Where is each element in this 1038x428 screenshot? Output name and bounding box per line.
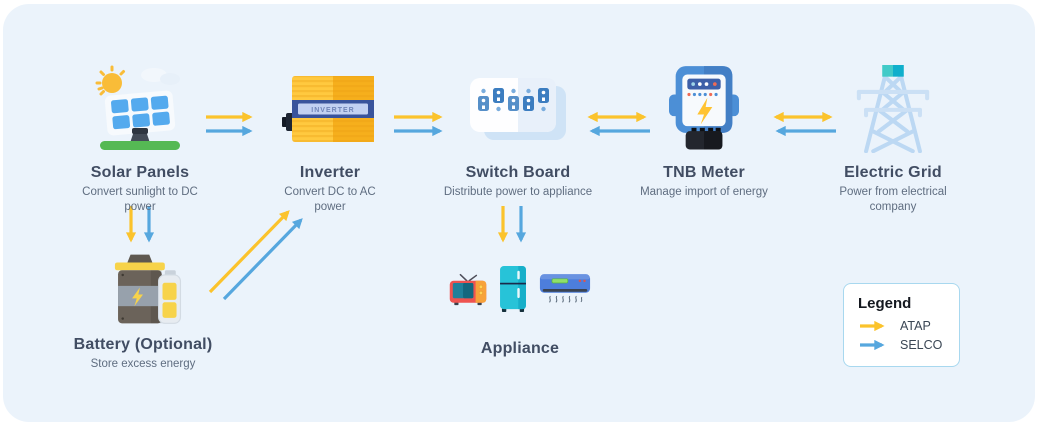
node-description: Distribute power to appliance — [443, 186, 593, 198]
solar-panels-icon — [95, 65, 180, 150]
legend-item-atap: ATAP — [858, 319, 945, 333]
node-title: Inverter — [299, 164, 361, 181]
node-description: Convert DC to AC power — [284, 186, 376, 213]
legend-title: Legend — [858, 295, 912, 312]
tv-icon — [449, 273, 487, 305]
node-electric-grid: Electric Grid Power from electrical comp… — [803, 62, 983, 215]
tnb-meter-icon — [669, 65, 739, 149]
node-title: Battery (Optional) — [73, 336, 213, 353]
node-title: Appliance — [480, 340, 560, 357]
node-inverter: INVERTER Inverter Convert DC to AC power — [240, 62, 420, 215]
air-conditioner-icon — [539, 274, 591, 303]
legend: Legend ATAP SELCO — [843, 283, 960, 367]
node-title: Electric Grid — [844, 164, 942, 181]
node-switch-board: Switch Board Distribute power to applian… — [428, 62, 608, 200]
node-description: Store excess energy — [90, 358, 196, 370]
legend-item-label: ATAP — [900, 319, 931, 333]
electric-grid-icon — [856, 65, 930, 153]
node-title: Switch Board — [465, 164, 571, 181]
inverter-device-label: INVERTER — [311, 107, 354, 114]
legend-item-selco: SELCO — [858, 338, 945, 352]
switch-board-icon — [470, 78, 566, 140]
node-solar-panels: Solar Panels Convert sunlight to DC powe… — [50, 62, 230, 215]
legend-selco-arrow-icon — [860, 339, 885, 351]
node-tnb-meter: TNB Meter Manage import of energy — [614, 62, 794, 200]
node-description: Power from electrical company — [839, 186, 947, 213]
node-appliance: Appliance — [430, 260, 610, 358]
node-battery: Battery (Optional) Store excess energy — [53, 250, 233, 372]
legend-item-label: SELCO — [900, 338, 943, 352]
refrigerator-icon — [500, 265, 526, 313]
node-description: Convert sunlight to DC power — [82, 186, 198, 213]
node-title: Solar Panels — [90, 164, 190, 181]
battery-icon — [114, 254, 182, 324]
inverter-icon: INVERTER — [282, 76, 374, 142]
legend-atap-arrow-icon — [860, 320, 885, 332]
node-title: TNB Meter — [663, 164, 745, 181]
node-description: Manage import of energy — [640, 186, 768, 198]
